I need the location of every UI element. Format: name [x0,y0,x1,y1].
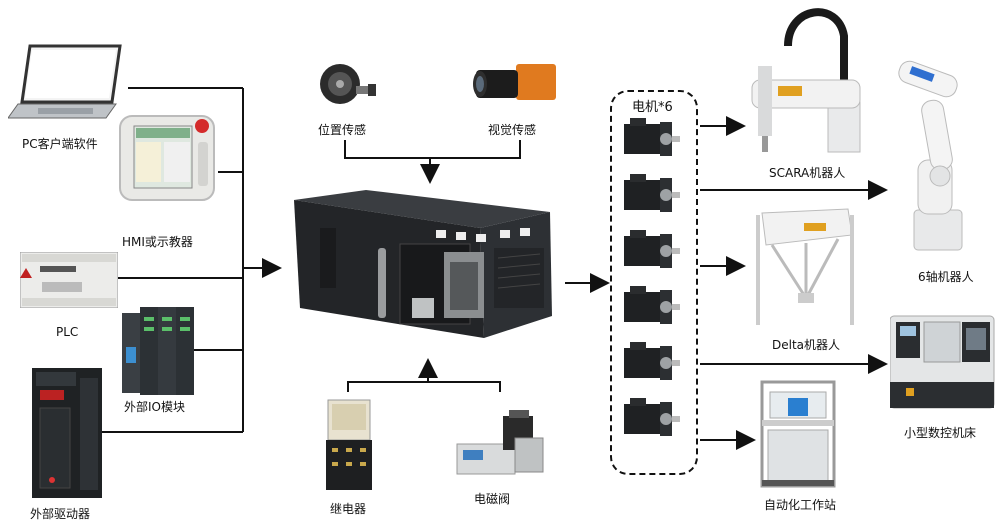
servo-motor-icon [624,230,680,268]
motor-group-title: 电机*6 [632,100,673,115]
label-scara: SCARA机器人 [769,166,846,180]
label-pc: PC客户端软件 [22,137,98,151]
label-valve: 电磁阀 [474,492,511,506]
encoder-icon [318,62,378,112]
bottom-bracket [347,381,501,392]
label-vision-sensor: 视觉传感 [488,123,537,137]
servo-driver-icon [32,368,102,502]
label-six-axis: 6轴机器人 [918,270,974,284]
scara-robot-icon [748,6,868,160]
servo-motor-icon [624,398,680,436]
label-driver: 外部驱动器 [30,507,91,521]
label-cnc: 小型数控机床 [904,426,977,440]
solenoid-valve-icon [455,408,547,484]
laptop-icon [7,42,128,126]
camera-icon [472,58,558,112]
cnc-machine-icon [889,312,996,416]
servo-motor-icon [624,118,680,156]
servo-motor-icon [624,342,680,380]
delta-robot-icon [752,205,857,334]
six-axis-robot-icon [888,60,988,264]
motor-group [610,90,698,475]
teach-pendant-icon [118,112,218,211]
label-hmi: HMI或示教器 [122,235,193,249]
workstation-icon [760,380,836,494]
label-station: 自动化工作站 [764,498,837,512]
controller-box-icon [280,188,565,352]
label-position-sensor: 位置传感 [318,123,367,137]
label-io: 外部IO模块 [124,400,185,414]
relay-icon [322,398,376,497]
motor-stack [622,118,682,462]
label-relay: 继电器 [330,502,367,516]
label-plc: PLC [56,325,79,339]
plc-icon [19,251,119,312]
servo-motor-icon [624,174,680,212]
top-bracket [344,140,521,159]
io-module-icon [122,307,194,399]
servo-motor-icon [624,286,680,324]
label-delta: Delta机器人 [772,338,841,352]
